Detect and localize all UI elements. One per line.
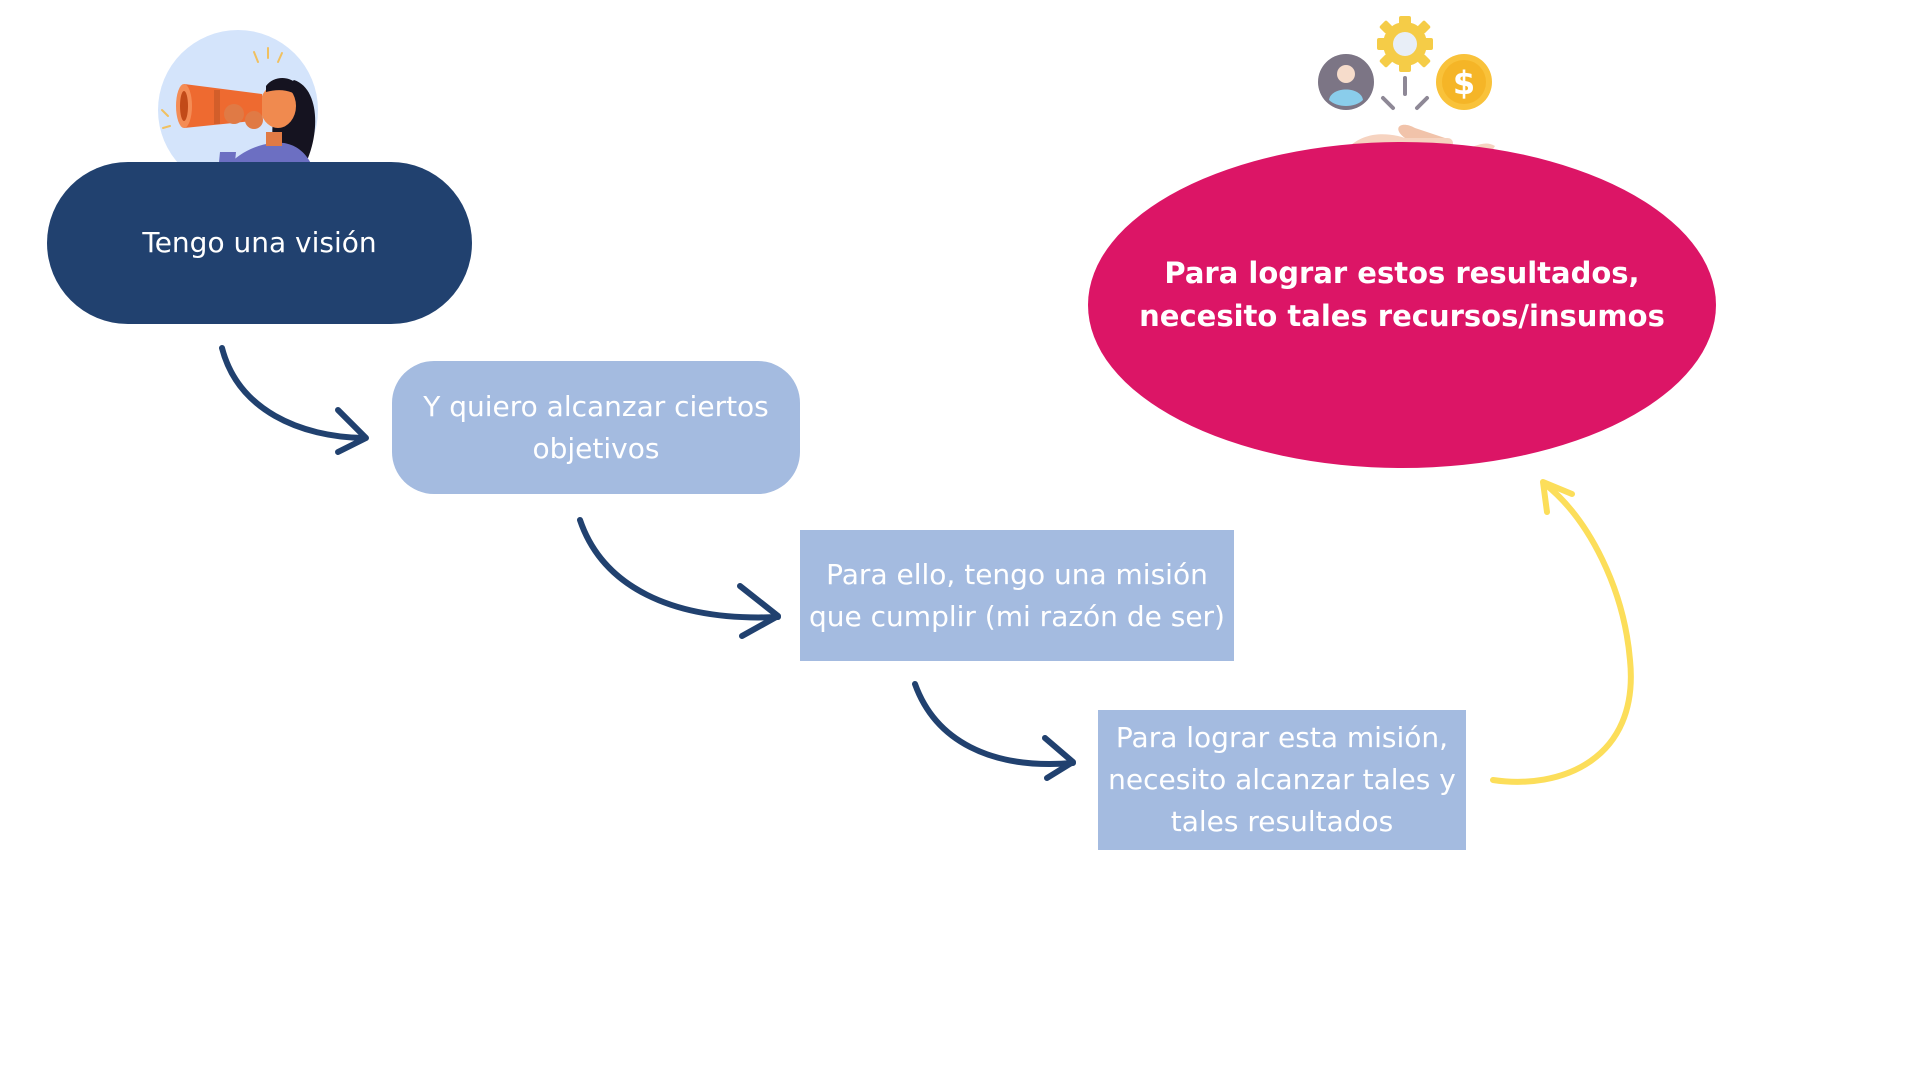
gear-icon xyxy=(1377,16,1433,72)
user-icon xyxy=(1318,54,1374,110)
vision-label: Tengo una visión xyxy=(142,226,377,259)
arrow-vision-to-objectives xyxy=(219,345,369,455)
resources-label: Para lograr estos resultados, necesito t… xyxy=(1139,255,1665,334)
vision-node: Tengo una visión xyxy=(47,162,472,324)
objectives-label: Y quiero alcanzar ciertos objetivos xyxy=(423,389,769,465)
objectives-node: Y quiero alcanzar ciertos objetivos xyxy=(392,361,800,494)
results-node: Para lograr esta misión, necesito alcanz… xyxy=(1098,710,1466,850)
resources-node: Para lograr estos resultados, necesito t… xyxy=(1088,142,1716,468)
dollar-coin-icon: $ xyxy=(1436,54,1492,110)
svg-text:$: $ xyxy=(1453,64,1475,102)
arrow-results-to-resources xyxy=(1490,479,1634,785)
arrow-objectives-to-mission xyxy=(577,517,781,639)
mission-node: Para ello, tengo una misión que cumplir … xyxy=(800,530,1234,661)
arrow-mission-to-results xyxy=(912,681,1076,781)
results-label: Para lograr esta misión, necesito alcanz… xyxy=(1108,721,1456,838)
mission-label: Para ello, tengo una misión que cumplir … xyxy=(809,557,1225,633)
